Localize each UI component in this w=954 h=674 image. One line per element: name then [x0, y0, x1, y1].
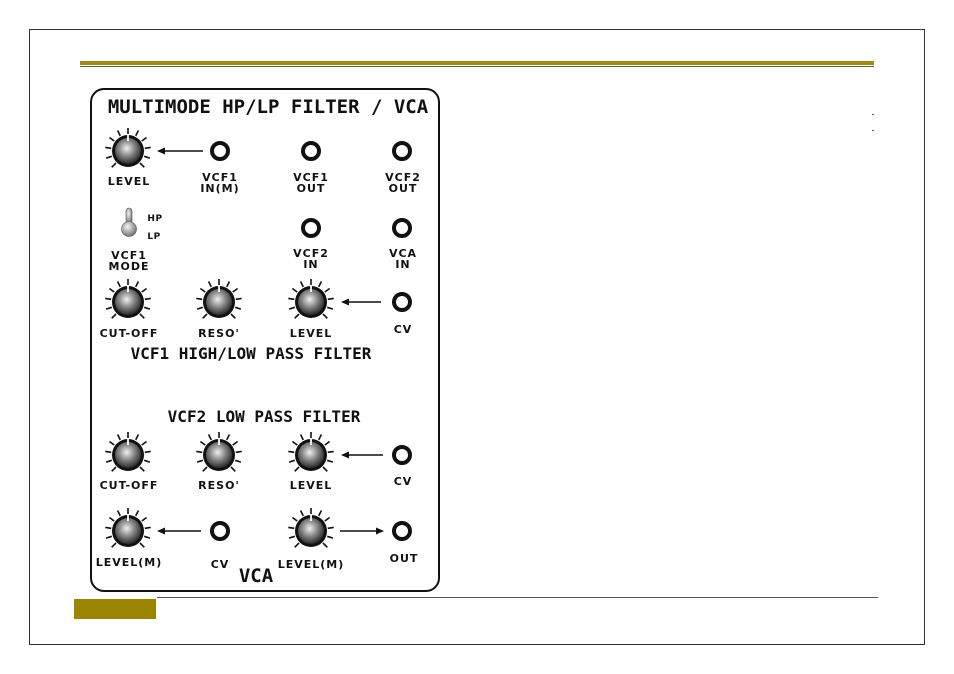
- vcf1-in-jack[interactable]: [210, 141, 230, 161]
- vcf2-out-label: VCF2 OUT: [385, 172, 421, 194]
- arrow-right-icon: [340, 526, 384, 536]
- module-title: MULTIMODE HP/LP FILTER / VCA: [108, 96, 428, 118]
- margin-tick: [872, 130, 874, 131]
- vca-level-right-knob[interactable]: [287, 507, 335, 555]
- vcf1-level-label: LEVEL: [290, 328, 333, 339]
- vcf2-reso-knob[interactable]: [195, 431, 243, 479]
- lp-label: LP: [147, 232, 160, 243]
- vcf2-in-label: VCF2 IN: [293, 248, 329, 270]
- arrow-left-icon: [157, 526, 201, 536]
- vcf2-cutoff-knob[interactable]: [104, 431, 152, 479]
- vca-in-label: VCA IN: [389, 248, 417, 270]
- header-rule: [80, 61, 874, 65]
- vcf2-cv-jack[interactable]: [392, 445, 412, 465]
- arrow-left-icon: [157, 146, 203, 156]
- hp-label: HP: [147, 214, 162, 225]
- vcf2-section-title: VCF2 LOW PASS FILTER: [168, 407, 361, 426]
- vcf1-out-jack[interactable]: [301, 141, 321, 161]
- header-rule-shadow: [80, 66, 874, 67]
- vca-cv-label: CV: [211, 559, 230, 570]
- vca-level-right-label: LEVEL(M): [278, 559, 345, 570]
- vcf2-reso-label: RESO': [198, 480, 240, 491]
- vcf1-mode-label: VCF1 MODE: [109, 250, 150, 272]
- vca-cv-jack[interactable]: [210, 521, 230, 541]
- page-tab: [74, 599, 156, 619]
- vcf2-level-label: LEVEL: [290, 480, 333, 491]
- vcf2-in-jack[interactable]: [301, 218, 321, 238]
- arrow-left-icon: [341, 450, 383, 460]
- vca-section-title: VCA: [239, 565, 273, 587]
- vcf1-out-label: VCF1 OUT: [293, 172, 329, 194]
- vcf2-cv-label: CV: [394, 476, 413, 487]
- vcf2-out-jack[interactable]: [392, 141, 412, 161]
- vcf1-cv-label: CV: [394, 324, 413, 335]
- vcf1-cv-jack[interactable]: [392, 292, 412, 312]
- input-level-label: LEVEL: [108, 176, 151, 187]
- vca-level-left-label: LEVEL(M): [96, 557, 163, 568]
- vca-out-jack[interactable]: [392, 521, 412, 541]
- vca-out-label: OUT: [390, 553, 419, 564]
- footer-rule: [157, 597, 878, 598]
- vcf1-section-title: VCF1 HIGH/LOW PASS FILTER: [131, 344, 372, 363]
- vcf1-in-label: VCF1 IN(M): [200, 172, 239, 194]
- vca-in-jack[interactable]: [392, 218, 412, 238]
- vcf1-level-knob[interactable]: [287, 278, 335, 326]
- input-level-knob[interactable]: [104, 127, 152, 175]
- margin-tick: [872, 114, 874, 115]
- vcf1-reso-knob[interactable]: [195, 278, 243, 326]
- vcf1-reso-label: RESO': [198, 328, 240, 339]
- vca-level-left-knob[interactable]: [104, 507, 152, 555]
- vcf1-cutoff-label: CUT-OFF: [100, 328, 159, 339]
- vcf2-cutoff-label: CUT-OFF: [100, 480, 159, 491]
- vcf2-level-knob[interactable]: [287, 431, 335, 479]
- vcf1-mode-toggle[interactable]: [117, 206, 141, 238]
- vcf1-cutoff-knob[interactable]: [104, 278, 152, 326]
- arrow-left-icon: [341, 297, 381, 307]
